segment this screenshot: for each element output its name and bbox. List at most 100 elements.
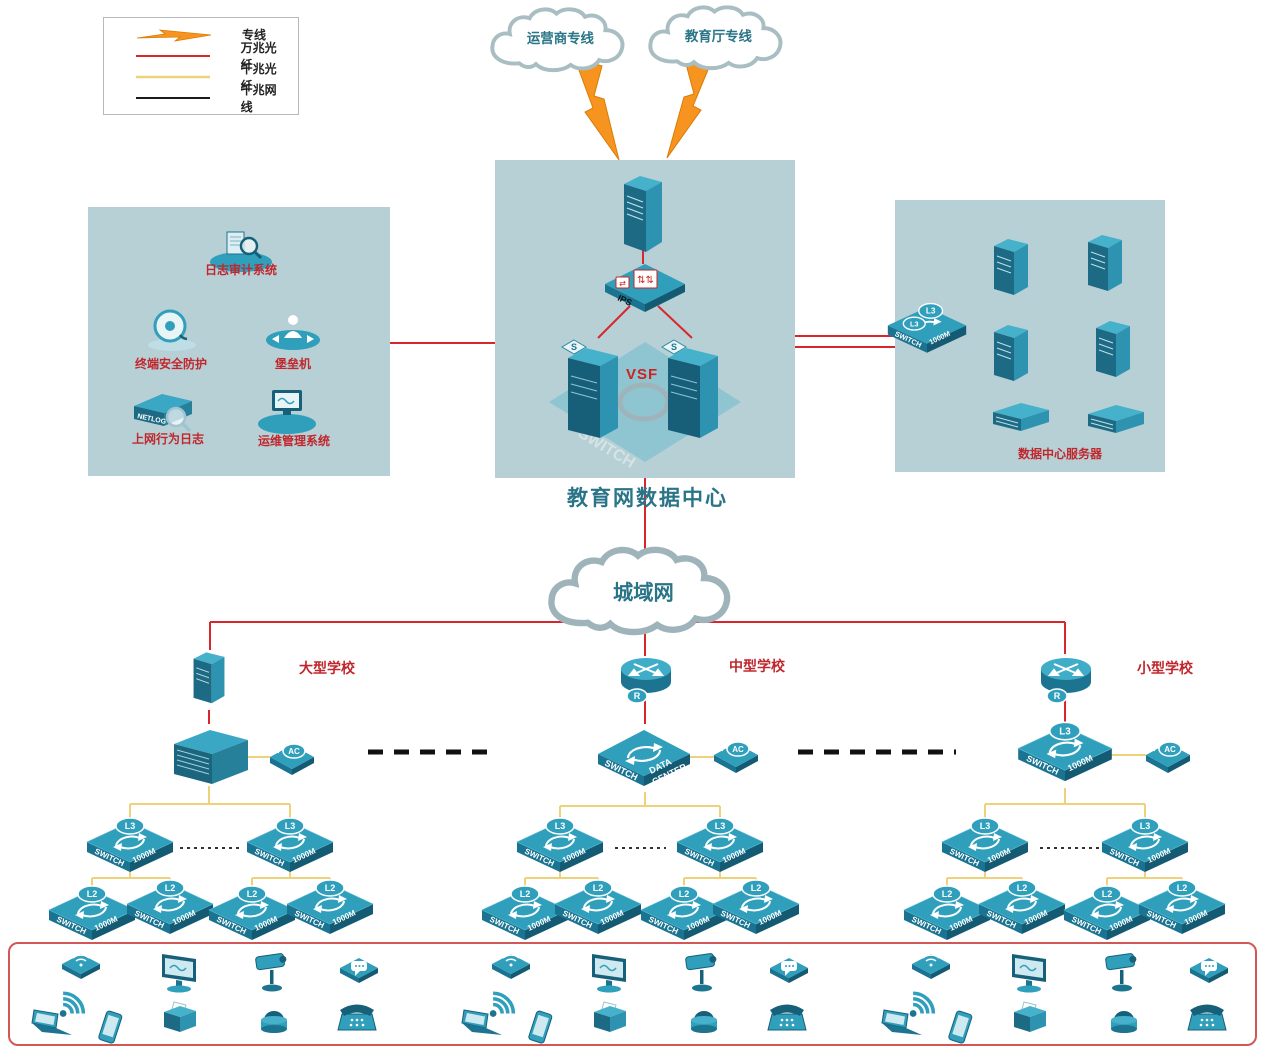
cycle-arrows-icon xyxy=(739,895,773,913)
ac-badge: AC xyxy=(732,745,744,754)
l2-switch: SWITCH 1000M L2 xyxy=(639,884,729,948)
l2-switch: SWITCH 1000M L2 xyxy=(285,878,375,942)
smartphone-icon xyxy=(92,1008,128,1048)
fiber-1g-icon xyxy=(136,75,211,78)
dome-camera-icon xyxy=(256,1000,292,1036)
net-behavior-log-label: 上网行为日志 xyxy=(131,432,204,446)
vsf-label: VSF xyxy=(626,366,659,383)
tier-badge: L3 xyxy=(125,821,136,831)
datacenter-server xyxy=(988,318,1034,384)
legend-label: 千兆光纤 xyxy=(240,61,277,93)
datacenter-title: 教育网数据中心 xyxy=(567,487,728,510)
cycle-arrows-icon xyxy=(1165,895,1199,913)
datacenter-switch: SWITCH 1000M L3 L3 xyxy=(886,298,968,362)
cycle-arrows-icon xyxy=(703,833,737,851)
end-devices-group xyxy=(458,942,823,1052)
end-devices-group xyxy=(878,942,1243,1052)
netlog-icon: NETLOG xyxy=(124,386,202,438)
cycle-arrows-icon xyxy=(1090,901,1124,919)
router: R xyxy=(1038,654,1094,706)
tier-badge: L2 xyxy=(679,889,690,899)
l3-switch: SWITCH 1000M L3 xyxy=(940,816,1030,880)
legend-label: 专线 xyxy=(242,28,267,42)
cycle-arrows-icon xyxy=(667,901,701,919)
l3-switch: SWITCH 1000M L3 xyxy=(245,816,335,880)
tier-badge: L2 xyxy=(87,889,98,899)
tier-badge: L2 xyxy=(1017,883,1028,893)
l2-switch: SWITCH 1000M L2 xyxy=(1062,884,1152,948)
desktop-monitor-icon xyxy=(1006,950,1052,994)
l2-switch: SWITCH 1000M L2 xyxy=(902,884,992,948)
cycle-arrows-icon xyxy=(930,901,964,919)
wireless-ap-icon xyxy=(488,946,534,984)
fiber-1g-lines xyxy=(91,754,1183,888)
tier-badge: L2 xyxy=(593,883,604,893)
legend-item-10g-fiber: 万兆光纤 xyxy=(108,41,294,72)
tier-badge: L2 xyxy=(520,889,531,899)
cycle-arrows-icon xyxy=(153,895,187,913)
cloud-label: 教育厅专线 xyxy=(685,28,753,44)
cycle-arrows-icon xyxy=(1128,833,1162,851)
cloud-label: 城域网 xyxy=(613,580,674,604)
server-zone-title: 数据中心服务器 xyxy=(1017,447,1102,461)
fiber-10g-icon xyxy=(136,54,211,57)
wireless-ap-icon xyxy=(58,946,104,984)
large-school-gateway-server xyxy=(188,646,230,706)
telephone-icon xyxy=(334,1000,380,1036)
cycle-arrows-icon xyxy=(1005,895,1039,913)
l2-switch: SWITCH 1000M L2 xyxy=(553,878,643,942)
leased-line-bolt-left xyxy=(575,59,620,161)
core-server-right: S xyxy=(660,334,728,442)
printer-icon xyxy=(1006,1000,1052,1038)
l2-switch: SWITCH 1000M L2 xyxy=(977,878,1067,942)
cross-arrows-icon xyxy=(1047,663,1085,676)
log-audit-label: 日志审计系统 xyxy=(204,263,277,277)
cross-arrows-icon xyxy=(627,663,665,676)
medium-school-core-switch: SWITCH DATA CENTER xyxy=(594,722,694,794)
desktop-monitor-icon xyxy=(586,950,632,994)
ac-badge: AC xyxy=(1164,745,1176,754)
laptop-icon xyxy=(458,1008,506,1042)
printer-icon xyxy=(156,1000,202,1038)
tier-badge: L3 xyxy=(715,821,726,831)
tier-badge: L3 xyxy=(980,821,991,831)
stack-badge: S xyxy=(571,342,577,352)
tier-badge: L2 xyxy=(751,883,762,893)
education-line-cloud: 教育厅专线 xyxy=(641,4,799,76)
cycle-arrows-icon xyxy=(313,895,347,913)
small-school-label: 小型学校 xyxy=(1137,660,1193,676)
telephone-icon xyxy=(1184,1000,1230,1036)
chat-terminal-icon xyxy=(766,950,812,986)
leased-line-icon xyxy=(136,28,212,42)
chat-terminal-icon xyxy=(336,950,382,986)
smartphone-icon xyxy=(522,1008,558,1048)
tier-badge: L2 xyxy=(1177,883,1188,893)
cable-1g-icon xyxy=(136,96,211,99)
cycle-arrows-icon xyxy=(543,833,577,851)
l2-switch: SWITCH 1000M L2 xyxy=(711,878,801,942)
tier-badge: L3 xyxy=(926,307,936,316)
datacenter-rack-server xyxy=(985,398,1055,436)
legend-item-1g-fiber: 千兆光纤 xyxy=(108,62,294,93)
router-badge: R xyxy=(634,691,641,701)
wifi-signal-icon xyxy=(484,982,518,1018)
chat-terminal-icon xyxy=(1186,950,1232,986)
tier-badge: L3 xyxy=(555,821,566,831)
l2-switch: SWITCH 1000M L2 xyxy=(125,878,215,942)
l2-switch: SWITCH 1000M L2 xyxy=(480,884,570,948)
firewall-gateway xyxy=(616,168,668,256)
port-arrows-icon: ⇄ xyxy=(619,279,626,288)
cycle-arrows-icon xyxy=(75,901,109,919)
desktop-monitor-icon xyxy=(156,950,202,994)
l2-switch: SWITCH 1000M L2 xyxy=(1137,878,1227,942)
l3-switch: SWITCH 1000M L3 xyxy=(85,816,175,880)
cycle-arrows-icon xyxy=(625,743,663,765)
cloud-label: 运营商专线 xyxy=(527,30,595,46)
telephone-icon xyxy=(764,1000,810,1036)
wireless-ap-icon xyxy=(908,946,954,984)
cycle-arrows-icon xyxy=(113,833,147,851)
l3-switch: SWITCH 1000M L3 xyxy=(675,816,765,880)
wireless-ac-controller: AC xyxy=(1142,735,1194,779)
cycle-arrows-icon xyxy=(1046,738,1084,759)
